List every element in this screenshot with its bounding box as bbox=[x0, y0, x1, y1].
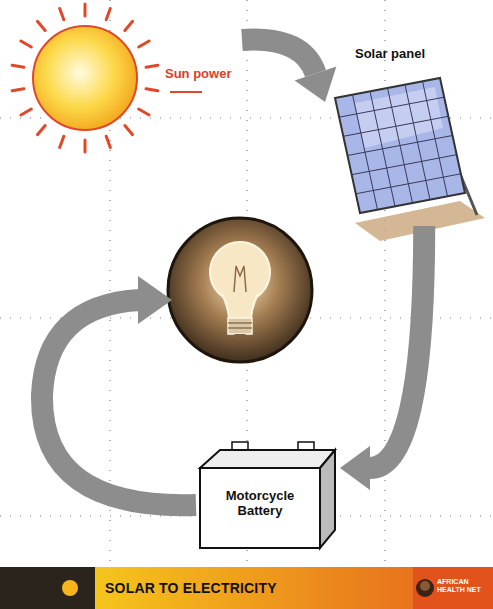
sun-node: Sun power bbox=[10, 8, 242, 148]
panel-node: Solar panel bbox=[325, 44, 485, 226]
panel-heading: Solar panel bbox=[355, 46, 425, 61]
title-band bbox=[0, 567, 493, 609]
arrow-shaft bbox=[370, 226, 424, 468]
flow-arrow bbox=[242, 40, 336, 102]
solar-panel bbox=[335, 78, 485, 241]
flow-arrow bbox=[42, 276, 196, 505]
battery-node: Motorcycle Battery bbox=[185, 428, 340, 556]
battery bbox=[200, 442, 335, 548]
light-bulb bbox=[168, 218, 312, 362]
battery-label: Motorcycle Battery bbox=[200, 488, 320, 518]
flow-arrow bbox=[340, 226, 424, 490]
sun-label: Sun power bbox=[165, 66, 237, 81]
arrow-head bbox=[295, 67, 337, 102]
arrow-head bbox=[340, 446, 370, 490]
arrow-shaft bbox=[242, 40, 316, 74]
grid-dots bbox=[0, 0, 493, 565]
logo-text: AFRICAN HEALTH NET bbox=[437, 578, 489, 594]
caption: SOLAR TO ELECTRICITY bbox=[105, 580, 277, 596]
